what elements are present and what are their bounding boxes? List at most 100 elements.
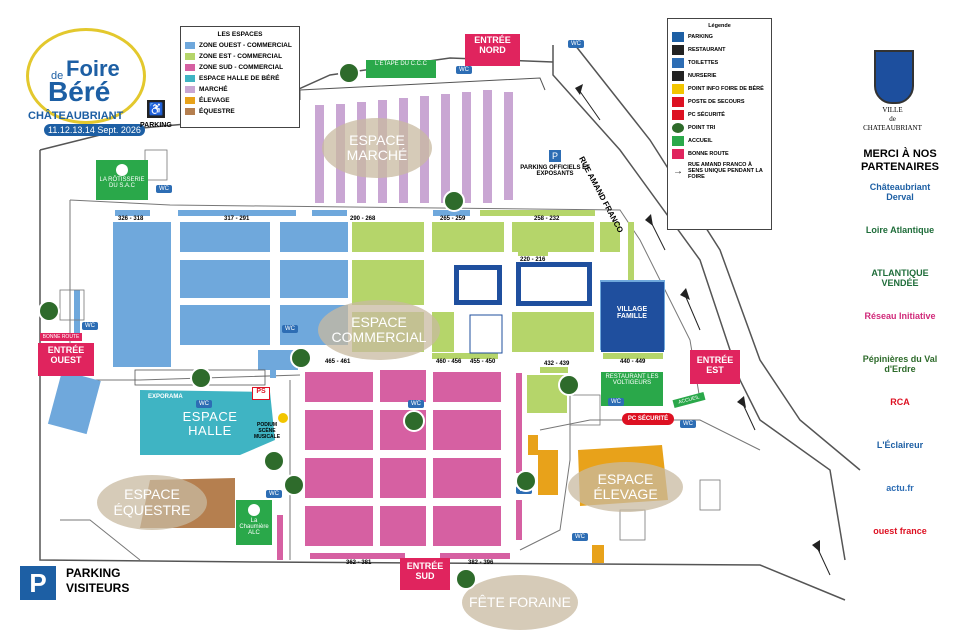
legend-espace-row: ÉQUESTRE bbox=[185, 107, 295, 116]
legend-swatch bbox=[185, 64, 195, 71]
recycling-dot-icon bbox=[455, 568, 477, 590]
parking-visiteurs-label: PARKING VISITEURS bbox=[66, 566, 129, 596]
parking-icon: P bbox=[20, 566, 56, 600]
first-aid-icon bbox=[672, 97, 684, 107]
info-icon bbox=[278, 413, 288, 423]
etape-label: L'ÉTAPE DU C.C.C bbox=[374, 61, 428, 67]
partner-logo[interactable]: actu.fr bbox=[886, 483, 914, 493]
foire-logo: Foire de Béré CHÂTEAUBRIANT 11.12.13.14 … bbox=[18, 18, 148, 136]
stall-number: 440 - 449 bbox=[620, 359, 646, 365]
restaurant-icon bbox=[672, 45, 684, 55]
zone-halle-label: ESPACE HALLE bbox=[182, 409, 238, 438]
security-icon bbox=[672, 110, 684, 120]
wc-icon: WC bbox=[608, 398, 624, 406]
village-famille-block bbox=[601, 282, 664, 352]
recycling-dot-icon bbox=[672, 123, 684, 133]
legend-swatch bbox=[185, 53, 195, 60]
partner-logo[interactable]: Châteaubriant Derval bbox=[869, 182, 931, 202]
wc-icon: WC bbox=[572, 533, 588, 541]
city-line2: de bbox=[889, 115, 896, 123]
wc-icon: WC bbox=[282, 325, 298, 333]
wc-icon: WC bbox=[82, 322, 98, 330]
entree-sud[interactable]: ENTRÉE SUD bbox=[400, 558, 450, 590]
partner-logo[interactable]: Pépinières du Val d'Erdre bbox=[862, 354, 938, 374]
legend-swatch bbox=[185, 42, 195, 49]
legend-row: NURSERIE bbox=[672, 71, 767, 81]
exporama-label: EXPORAMA bbox=[148, 394, 183, 400]
legend-label: TOILETTES bbox=[688, 60, 719, 66]
wc-icon: WC bbox=[456, 66, 472, 74]
stall-number: 258 - 232 bbox=[534, 216, 560, 222]
stall-number: 362 - 381 bbox=[346, 560, 372, 566]
parking-visiteurs-line2: VISITEURS bbox=[66, 581, 130, 595]
zone-equestre-label: ESPACE ÉQUESTRE bbox=[97, 475, 207, 530]
wc-icon bbox=[672, 58, 684, 68]
bonne-route-badge: BONNE ROUTE bbox=[40, 333, 82, 341]
stall-number: 455 - 450 bbox=[470, 359, 496, 365]
etape-tile[interactable]: L'ÉTAPE DU C.C.C bbox=[366, 60, 436, 78]
legend-row: PARKING bbox=[672, 32, 767, 42]
legend-espace-label: ÉLEVAGE bbox=[199, 97, 230, 104]
legend-espace-row: ÉLEVAGE bbox=[185, 96, 295, 105]
recycling-dot-icon bbox=[263, 450, 285, 472]
rotisserie-label: LA RÔTISSERIE DU S.A.C bbox=[99, 177, 145, 189]
city-line1: VILLE bbox=[882, 106, 903, 114]
stall-number: 432 - 439 bbox=[544, 361, 570, 367]
legend-row: POINT TRI bbox=[672, 123, 767, 133]
recycling-dot-icon bbox=[403, 410, 425, 432]
zone-marche-label: ESPACE MARCHÉ bbox=[322, 118, 432, 178]
entree-nord[interactable]: ENTRÉE NORD bbox=[465, 34, 520, 66]
legend-espace-row: MARCHÉ bbox=[185, 85, 295, 94]
rotisserie-tile[interactable]: LA RÔTISSERIE DU S.A.C bbox=[96, 160, 148, 200]
partner-logo[interactable]: ATLANTIQUE VENDÉE bbox=[871, 268, 929, 288]
partners-title: MERCI À NOS PARTENAIRES bbox=[860, 148, 940, 173]
welcome-icon bbox=[672, 136, 684, 146]
legend-label: POINT INFO FOIRE DE BÉRÉ bbox=[688, 86, 764, 92]
stall-number: 465 - 461 bbox=[325, 359, 351, 365]
restaurant-icon bbox=[116, 164, 128, 176]
wc-icon: WC bbox=[568, 40, 584, 48]
legend-espace-row: ESPACE HALLE DE BÉRÉ bbox=[185, 74, 295, 83]
legend-label: NURSERIE bbox=[688, 73, 717, 79]
legend-swatch bbox=[185, 97, 195, 104]
logo-de: de bbox=[51, 70, 64, 82]
stall-number: 317 - 291 bbox=[224, 216, 250, 222]
podium-label: PODIUM SCÈNE MUSICALE bbox=[253, 422, 281, 440]
legend-label: POINT TRI bbox=[688, 125, 716, 131]
legend-espace-label: ESPACE HALLE DE BÉRÉ bbox=[199, 75, 280, 82]
partner-logo[interactable]: ouest france bbox=[873, 526, 927, 536]
recycling-dot-icon bbox=[190, 367, 212, 389]
zone-commercial-label: ESPACE COMMERCIAL bbox=[318, 300, 440, 360]
zone-foraine-label: FÊTE FORAINE bbox=[462, 575, 578, 630]
legend-label: ACCUEIL bbox=[688, 138, 713, 144]
stall-number: 382 - 396 bbox=[468, 560, 494, 566]
legend-espace-label: ZONE EST - COMMERCIAL bbox=[199, 53, 283, 60]
entree-ouest[interactable]: ENTRÉE OUEST bbox=[38, 343, 94, 376]
partner-logo[interactable]: Loire Atlantique bbox=[865, 225, 935, 235]
legend-label: RESTAURANT bbox=[688, 47, 726, 53]
logo-bere: Béré bbox=[48, 76, 111, 107]
one-way-arrow-icon: → bbox=[672, 165, 684, 177]
legend-row: PC SÉCURITÉ bbox=[672, 110, 767, 120]
pc-securite[interactable]: PC SÉCURITÉ bbox=[622, 413, 674, 425]
chaumiere-tile[interactable]: La Chaumière ALC bbox=[236, 500, 272, 545]
stall-number: 460 - 456 bbox=[436, 359, 462, 365]
legend-row: BONNE ROUTE bbox=[672, 149, 767, 159]
partner-logo[interactable]: RCA bbox=[890, 397, 910, 407]
legend-espace-label: MARCHÉ bbox=[199, 86, 228, 93]
partner-logo[interactable]: Réseau Initiative bbox=[864, 311, 936, 321]
wc-icon: WC bbox=[156, 185, 172, 193]
legend-row: TOILETTES bbox=[672, 58, 767, 68]
parking-officiels-label: PARKING OFFICIELS ET EXPOSANTS bbox=[520, 165, 590, 177]
poste-secours[interactable]: PS bbox=[252, 387, 270, 400]
legend-label: PARKING bbox=[688, 34, 713, 40]
legend-swatch bbox=[185, 86, 195, 93]
entree-est[interactable]: ENTRÉE EST bbox=[690, 350, 740, 384]
wc-icon: WC bbox=[266, 490, 282, 498]
chaumiere-label: La Chaumière ALC bbox=[239, 518, 269, 536]
legend-label: RUE AMAND FRANCO À SENS UNIQUE PENDANT L… bbox=[688, 162, 763, 180]
partner-logo[interactable]: L'Éclaireur bbox=[876, 440, 924, 450]
recycling-dot-icon bbox=[283, 474, 305, 496]
village-famille-label: VILLAGE FAMILLE bbox=[616, 306, 648, 320]
